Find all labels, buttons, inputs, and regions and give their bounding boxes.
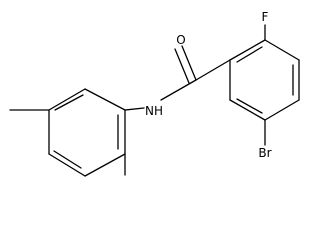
bromofluoro-benzene-ring <box>229 39 300 121</box>
bromine-atom-label: Br <box>258 146 271 160</box>
aromatic-double-bond <box>53 150 82 169</box>
bond <box>229 99 266 121</box>
bond-ring-carbonyl <box>195 59 231 81</box>
aromatic-double-bond <box>236 98 263 114</box>
bond <box>84 153 126 177</box>
fluorine-atom-label: F <box>262 10 269 24</box>
amide-nh-label: NH <box>145 104 163 118</box>
bond <box>264 39 300 61</box>
bond-nitrogen-ring <box>124 107 145 111</box>
oxygen-atom-label: O <box>176 33 185 47</box>
bond <box>48 88 86 111</box>
bond-carbonyl-nitrogen <box>160 79 197 101</box>
chemical-structure: F Br O NH <box>9 10 300 177</box>
aromatic-double-bond <box>236 46 263 63</box>
dimethylphenyl-ring <box>48 88 126 177</box>
bond <box>48 153 86 177</box>
bond <box>264 99 300 121</box>
aromatic-double-bond <box>54 94 84 111</box>
bond <box>84 88 126 111</box>
bond <box>229 39 266 61</box>
carbonyl-double-bond <box>181 45 197 81</box>
carbonyl-double-bond <box>174 48 190 84</box>
